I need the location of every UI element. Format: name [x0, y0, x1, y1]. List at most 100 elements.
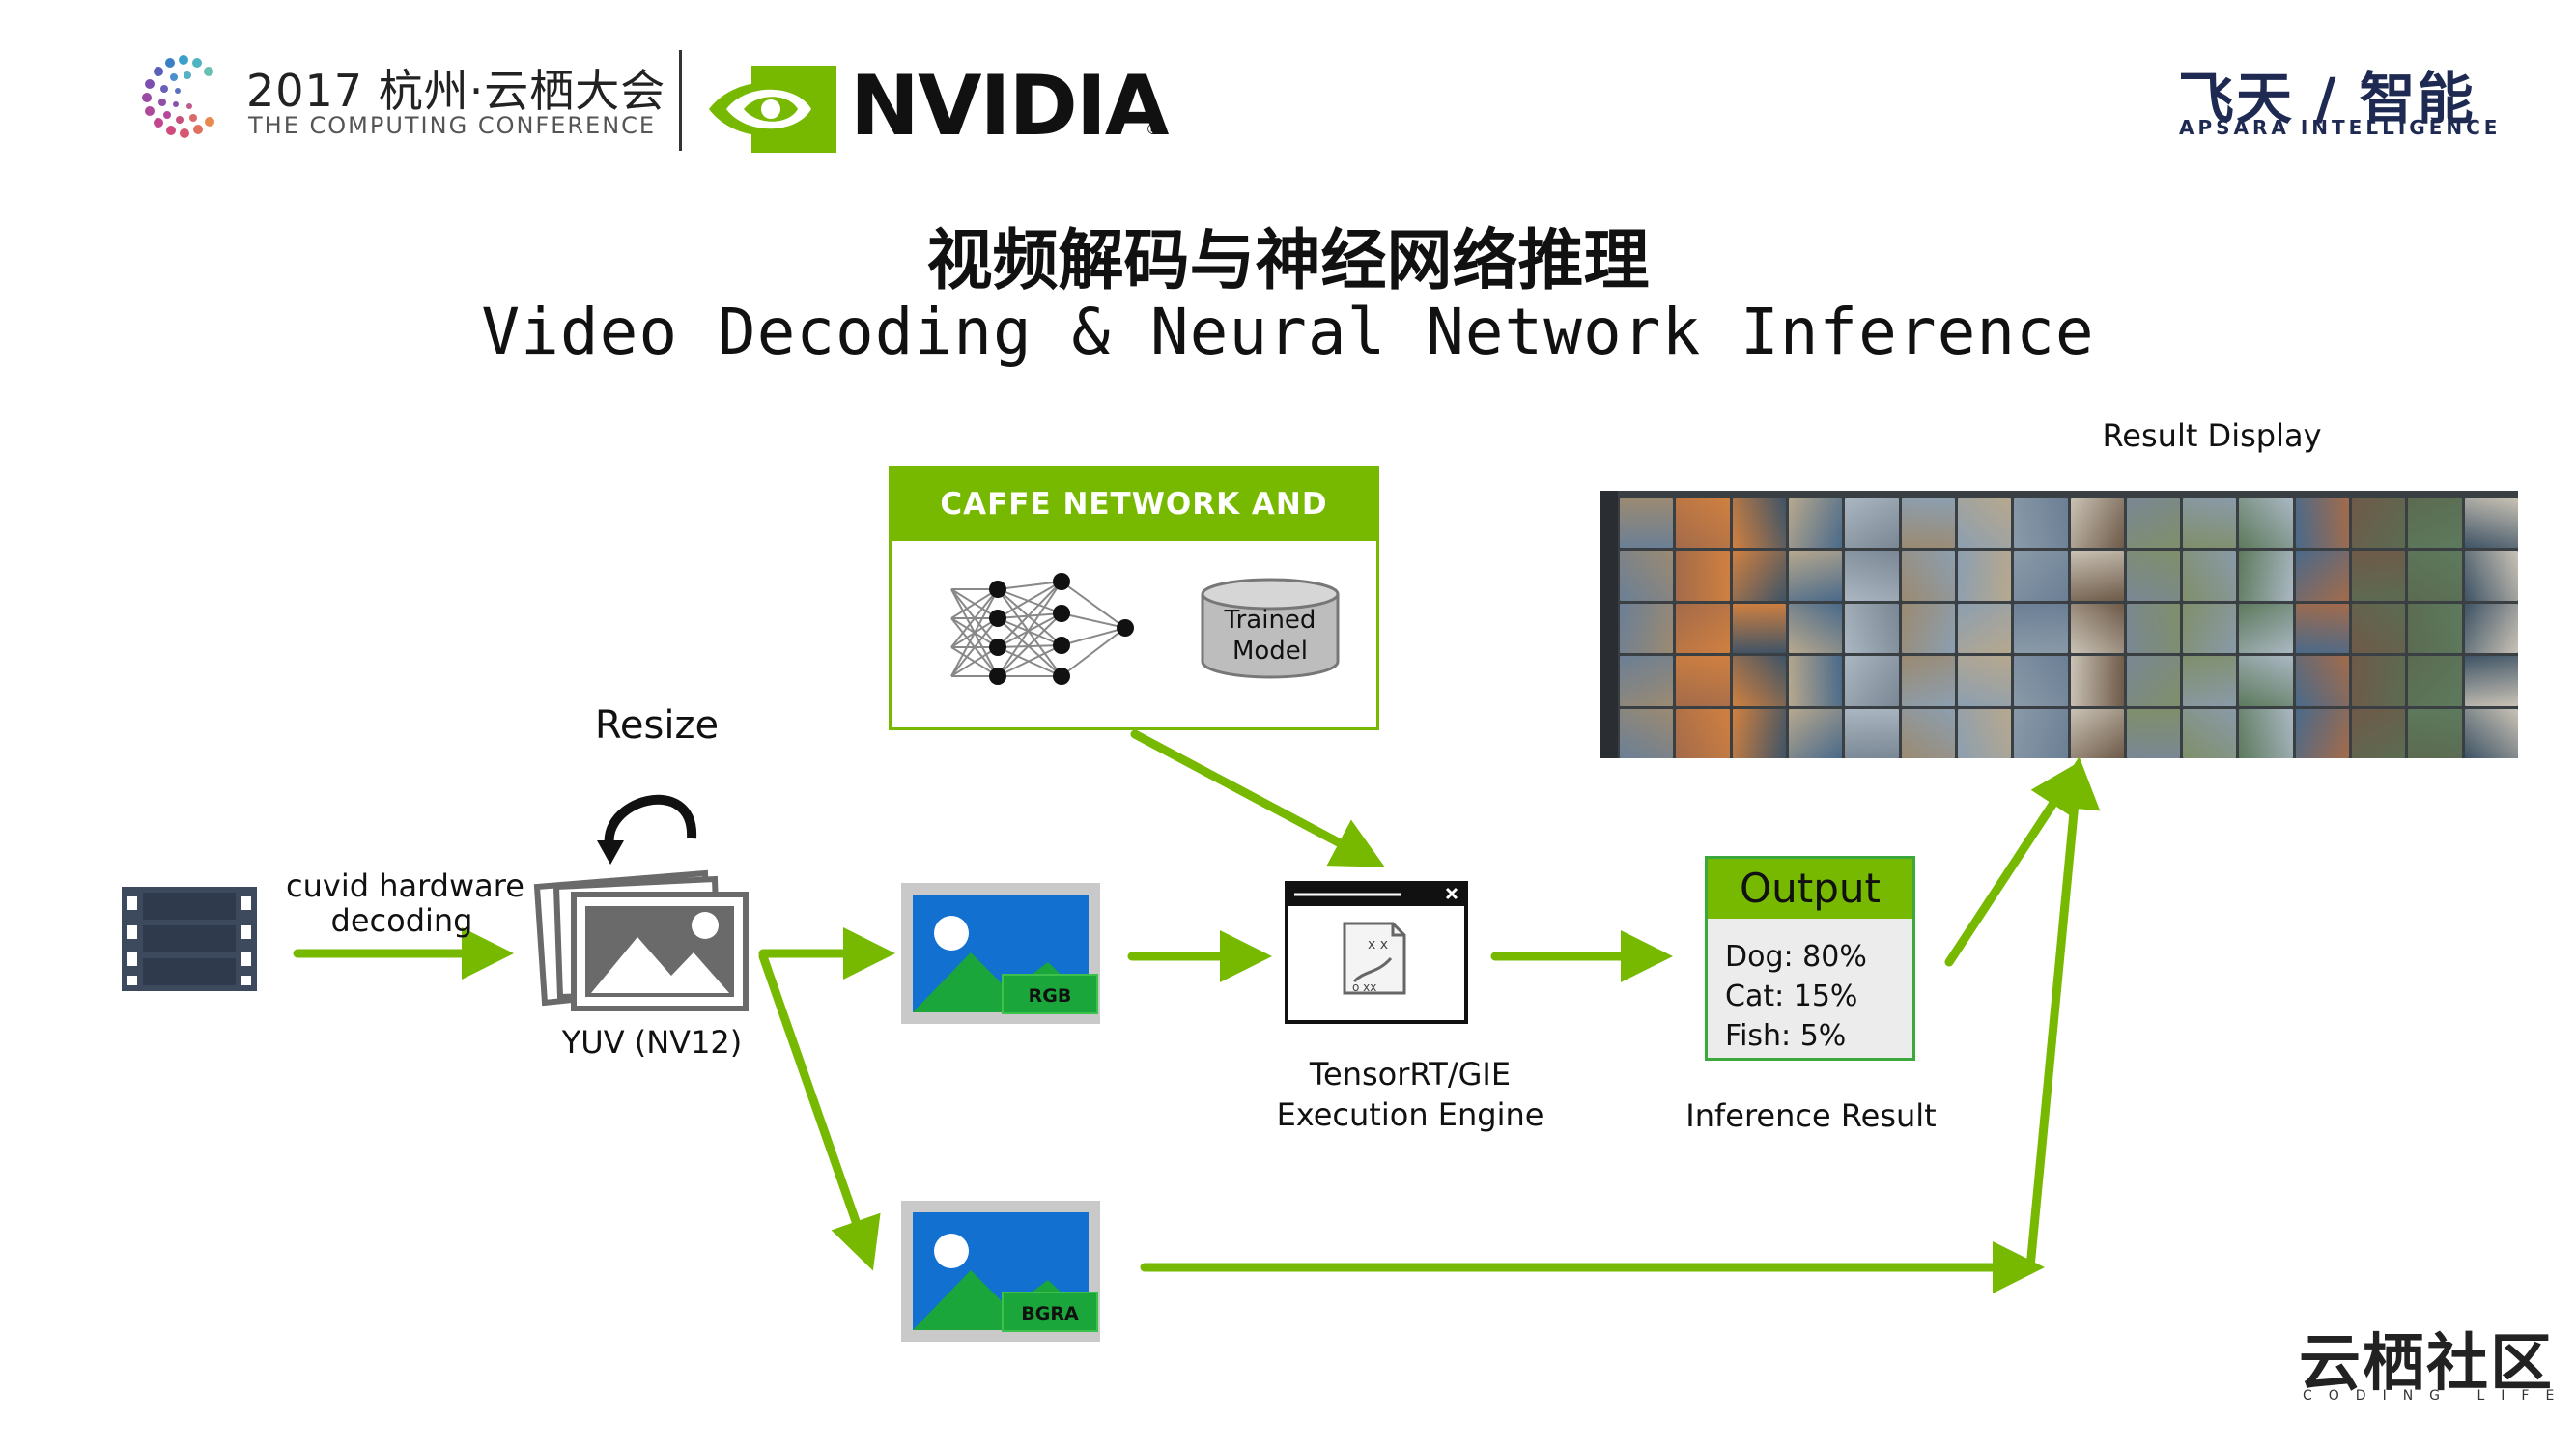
thumbnail-tile — [2014, 708, 2068, 758]
arrow-caffe-to-tensorrt — [1130, 729, 1385, 867]
thumbnail-tile — [1957, 498, 2012, 549]
thumbnail-tile — [1676, 551, 1730, 601]
thumbnail-tile — [2239, 551, 2293, 601]
tensorrt-label-line1: TensorRT/GIE — [1309, 1056, 1512, 1093]
thumbnail-tile — [1620, 603, 1674, 654]
thumbnail-tile — [2183, 603, 2237, 654]
thumbnail-tile — [1957, 551, 2012, 601]
thumbnail-tile — [1732, 551, 1786, 601]
trained-model-line2: Model — [1231, 637, 1309, 666]
thumbnail-tile — [1620, 708, 1674, 758]
thumbnail-tile — [2295, 551, 2350, 601]
thumbnail-tile — [2352, 656, 2406, 706]
thumbnail-tile — [1732, 708, 1786, 758]
trained-model-line1: Trained — [1224, 606, 1316, 635]
svg-text:o xx: o xx — [1352, 980, 1376, 994]
thumbnail-tile — [2183, 656, 2237, 706]
rgb-image: RGB — [901, 883, 1100, 1024]
thumbnail-tile — [2295, 498, 2350, 549]
thumbnail-tile — [2014, 498, 2068, 549]
thumbnail-tile — [2183, 551, 2237, 601]
thumbnail-tile — [1732, 498, 1786, 549]
thumbnail-tile — [2352, 498, 2406, 549]
thumbnail-tile — [2070, 551, 2124, 601]
thumbnail-tile — [2408, 551, 2462, 601]
logo-divider — [679, 50, 682, 151]
thumbnail-tile — [2070, 498, 2124, 549]
tensorrt-window-icon: x x o xx — [1285, 881, 1468, 1024]
result-display-mosaic — [1600, 491, 2518, 758]
output-line-cat: Cat: 15% — [1725, 980, 1858, 1013]
tensorrt-label-line2: Execution Engine — [1276, 1096, 1544, 1133]
arrow-output-to-display — [1944, 760, 2081, 967]
thumbnail-tile — [2352, 551, 2406, 601]
thumbnail-tile — [1620, 656, 1674, 706]
thumbnail-tile — [1901, 551, 1955, 601]
apsara-title-en: APSARA INTELLIGENCE — [2179, 116, 2502, 139]
resize-loop-arrow — [604, 794, 697, 852]
database-cylinder-icon — [1201, 578, 1340, 679]
thumbnail-tile — [2014, 551, 2068, 601]
thumbnail-tile — [1957, 656, 2012, 706]
thumbnail-tile — [2239, 708, 2293, 758]
thumbnail-tile — [2070, 656, 2124, 706]
thumbnail-tile — [1676, 656, 1730, 706]
thumbnail-tile — [2239, 498, 2293, 549]
thumbnail-tile — [2464, 551, 2518, 601]
thumbnail-tile — [1845, 551, 1899, 601]
thumbnail-tile — [2408, 603, 2462, 654]
thumbnail-tile — [2464, 603, 2518, 654]
thumbnail-tile — [2126, 551, 2181, 601]
thumbnail-tile — [2126, 498, 2181, 549]
nvidia-logo-text: NVIDIA — [850, 58, 1169, 155]
thumbnail-tile — [1732, 603, 1786, 654]
yunqi-community-en: CODING LIFE — [2303, 1388, 2571, 1404]
thumbnail-tile — [1788, 498, 1843, 549]
thumbnail-tile — [2126, 708, 2181, 758]
thumbnail-tile — [1676, 603, 1730, 654]
thumbnail-tile — [1957, 708, 2012, 758]
video-film-icon — [122, 887, 257, 991]
thumbnail-tile — [2183, 708, 2237, 758]
document-icon: x x o xx — [1343, 922, 1406, 995]
output-header: Output — [1708, 859, 1912, 919]
resize-label: Resize — [594, 703, 720, 748]
thumbnail-tile — [1901, 603, 1955, 654]
mosaic-grid — [1620, 498, 2518, 758]
page-title-cn: 视频解码与神经网络推理 — [926, 222, 1650, 299]
thumbnail-tile — [2239, 656, 2293, 706]
bgra-tag: BGRA — [1002, 1292, 1098, 1332]
thumbnail-tile — [1788, 708, 1843, 758]
thumbnail-tile — [1845, 708, 1899, 758]
thumbnail-tile — [2464, 656, 2518, 706]
thumbnail-tile — [1676, 708, 1730, 758]
thumbnail-tile — [2014, 603, 2068, 654]
yuv-label: YUV (NV12) — [561, 1024, 743, 1061]
yunqi-community-cn: 云栖社区 — [2299, 1328, 2554, 1400]
page-title-en: Video Decoding & Neural Network Inferenc… — [481, 295, 2095, 369]
thumbnail-tile — [1901, 498, 1955, 549]
caffe-header: CAFFE NETWORK AND MODEL — [892, 469, 1376, 594]
thumbnail-tile — [2464, 498, 2518, 549]
arrow-yuv-to-bgra — [758, 952, 881, 1271]
caffe-network-box: CAFFE NETWORK AND MODEL Trained Model — [889, 466, 1379, 730]
thumbnail-tile — [1620, 498, 1674, 549]
thumbnail-tile — [2070, 708, 2124, 758]
thumbnail-tile — [2408, 708, 2462, 758]
thumbnail-tile — [2352, 708, 2406, 758]
rgb-tag: RGB — [1002, 974, 1098, 1014]
apsara-title-cn: 飞天 / 智能 — [2178, 66, 2476, 131]
bgra-image: BGRA — [901, 1201, 1100, 1342]
thumbnail-tile — [1788, 603, 1843, 654]
result-display-label: Result Display — [2102, 417, 2322, 454]
arrow-merge-to-display — [2025, 756, 2101, 1272]
thumbnail-tile — [2014, 656, 2068, 706]
thumbnail-tile — [2295, 708, 2350, 758]
thumbnail-tile — [1788, 551, 1843, 601]
thumbnail-tile — [1845, 498, 1899, 549]
output-line-dog: Dog: 80% — [1725, 940, 1867, 974]
thumbnail-tile — [1732, 656, 1786, 706]
thumbnail-tile — [1845, 656, 1899, 706]
thumbnail-tile — [1957, 603, 2012, 654]
cuvid-label-line1: cuvid hardware — [286, 867, 524, 904]
